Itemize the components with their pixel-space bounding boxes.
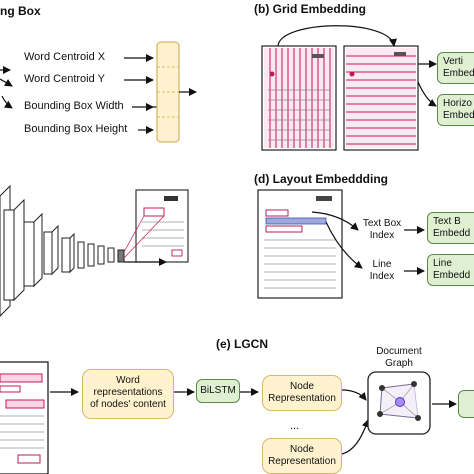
vertical-embedding-box: Verti Embedd (437, 52, 474, 84)
cnn-input-document (135, 189, 189, 263)
line-embedding-line1: Line (433, 258, 452, 269)
node2-to-graph-arrow (341, 419, 370, 455)
panel-d-title: (d) Layout Embeddding (254, 172, 388, 186)
node-repr-bottom-line1: Node (290, 444, 314, 455)
graph-label-line1: Document (376, 346, 422, 357)
lgcn-document (0, 361, 49, 474)
graph-label-line2: Graph (385, 358, 413, 369)
word-repr-line1: Word (116, 375, 140, 386)
textbox-index-line1: Text Box (362, 218, 402, 229)
node-representation-box-bottom: Node Representation (262, 438, 342, 474)
node-repr-top-line1: Node (290, 381, 314, 392)
node-representation-box-top: Node Representation (262, 375, 342, 411)
feature-word-centroid-y: Word Centroid Y (24, 73, 105, 85)
word-representations-box: Word representations of nodes' content (82, 369, 174, 419)
word-repr-line3: of nodes' content (90, 399, 166, 410)
cnn-layers (0, 184, 125, 317)
line-index-line2: Index (369, 271, 395, 282)
layout-document (257, 189, 343, 299)
line-index-line1: Line (372, 259, 392, 270)
grid-link-arrow (277, 25, 397, 47)
horizontal-embedding-box: Horizo Embedd (437, 94, 474, 126)
node-to-graph-arrow (341, 389, 367, 401)
lgcn-output-box (458, 390, 474, 418)
bilstm-box: BiLSTM (196, 379, 240, 403)
vertical-grid-document (261, 45, 337, 151)
node-repr-bottom-label: Node Representation (263, 444, 341, 468)
word-representations-label: Word representations of nodes' content (83, 375, 173, 411)
textbox-embedding-box: Text B Embedd (427, 212, 474, 244)
feature-bbox-width: Bounding Box Width (24, 100, 124, 112)
feature-word-centroid-x: Word Centroid X (24, 51, 106, 63)
textbox-embedding-line2: Embedd (433, 228, 471, 239)
textbox-index-line2: Index (369, 230, 395, 241)
word-repr-line2: representations (93, 387, 163, 398)
grid-to-horizontal-arrow (417, 81, 437, 107)
line-embedding-box: Line Embedd (427, 254, 474, 286)
horizontal-embedding-line1: Horizo (443, 98, 472, 109)
panel-b-title: (b) Grid Embedding (254, 2, 366, 16)
horizontal-embedding-line2: Embedd (443, 110, 474, 121)
node-repr-top-label: Node Representation (263, 381, 341, 405)
document-graph (367, 371, 431, 435)
horizontal-grid-document (343, 45, 419, 151)
line-embedding-line2: Embedd (433, 270, 471, 281)
textbox-index-label: Text Box Index (358, 218, 406, 242)
document-graph-label: Document Graph (364, 346, 434, 370)
textbox-embedding-line1: Text B (433, 216, 461, 227)
panel-a-title: ng Box (0, 4, 41, 18)
feature-input-arrows (0, 66, 13, 109)
node-repr-bottom-line2: Representation (268, 456, 336, 467)
panel-e-title: (e) LGCN (216, 337, 268, 351)
vertical-embedding-line2: Embedd (443, 68, 474, 79)
feature-to-vector-arrows (124, 54, 158, 134)
feature-bbox-height: Bounding Box Height (24, 123, 128, 135)
line-index-arrow (325, 221, 363, 269)
vertical-embedding-line1: Verti (443, 56, 464, 67)
node-repr-top-line2: Representation (268, 393, 336, 404)
line-index-label: Line Index (362, 259, 402, 283)
bilstm-label: BiLSTM (200, 385, 236, 396)
textbox-index-arrow (311, 211, 359, 231)
node-ellipsis: ... (290, 420, 300, 432)
